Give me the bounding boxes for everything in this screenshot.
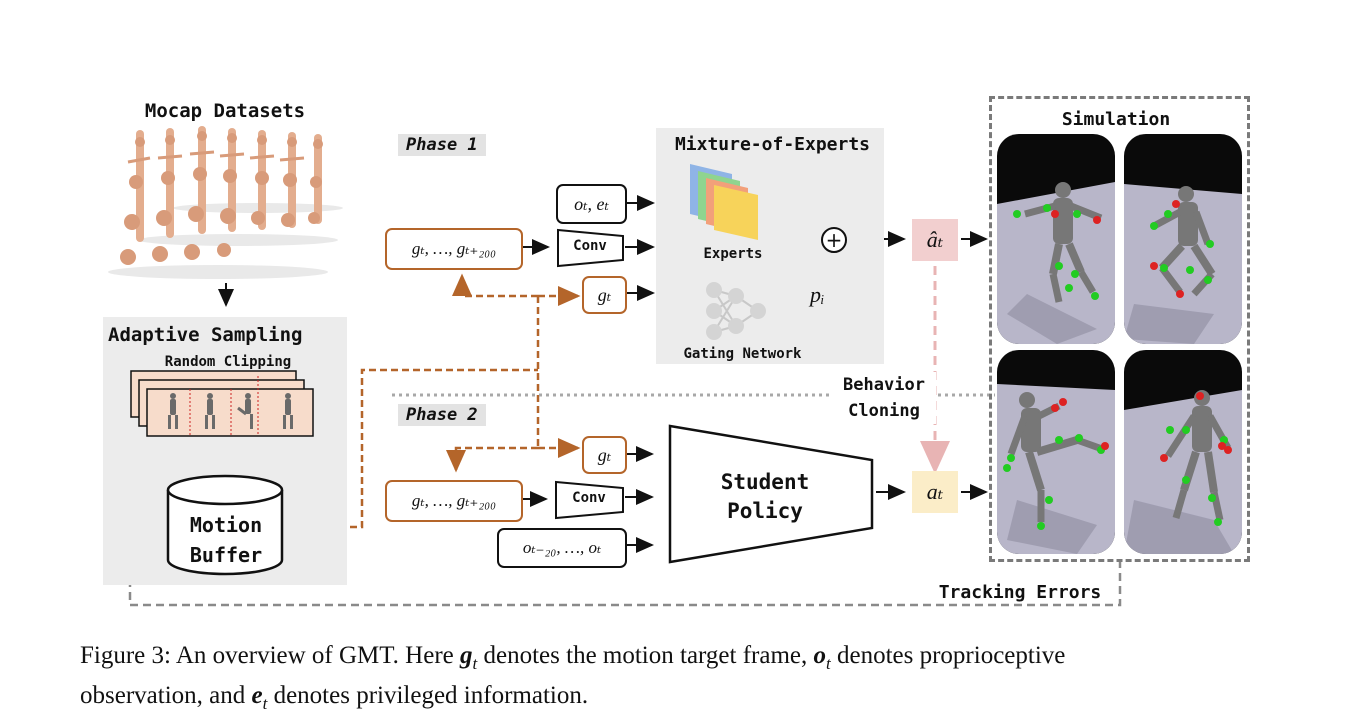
caption-part2: denotes proprioceptive — [830, 642, 1066, 669]
p2-conv-trapezoid — [555, 480, 624, 520]
p1-input-gt: gₜ — [582, 276, 627, 314]
caption-line2-a: observation, and — [80, 682, 252, 709]
gating-weight-label: pᵢ — [810, 282, 825, 307]
clip-stack-image — [130, 370, 314, 437]
phase2-tag: Phase 2 — [398, 404, 486, 426]
p1-conv-trapezoid — [557, 228, 624, 268]
caption-prefix: Figure 3: An overview of GMT. Here — [80, 642, 461, 669]
simulation-title: Simulation — [1061, 109, 1171, 130]
gating-network-icon — [706, 282, 766, 340]
arrow-to-p1-gseq — [452, 273, 538, 298]
sim-frame-1 — [997, 134, 1115, 344]
student-action-box: aₜ — [912, 471, 958, 513]
motion-buffer-line2: Buffer — [189, 543, 263, 567]
caption-o-sub: t — [826, 654, 831, 673]
teacher-action-box: âₜ — [912, 219, 958, 261]
motion-buffer-line1: Motion — [189, 513, 263, 537]
p1-conv-label: Conv — [573, 238, 607, 254]
student-policy-trapezoid — [668, 424, 874, 564]
p2-input-obs: oₜ₋₂₀, …, oₜ — [497, 528, 627, 568]
mocap-crowd-image — [108, 126, 343, 279]
student-policy-line1: Student — [720, 470, 810, 494]
sim-frame-2 — [1124, 134, 1242, 344]
caption-o: o — [813, 642, 827, 669]
moe-title: Mixture-of-Experts — [674, 134, 871, 155]
random-clipping-label: Random Clipping — [164, 354, 292, 370]
caption-e: e — [251, 682, 263, 709]
tracking-error-feedback-line — [128, 445, 1122, 607]
phase1-tag: Phase 1 — [398, 134, 486, 156]
simulation-frame — [989, 96, 1250, 562]
sum-node-icon: + — [821, 227, 847, 253]
sim-frame-3 — [997, 350, 1115, 554]
figure-caption: Figure 3: An overview of GMT. Here gt de… — [80, 640, 1280, 720]
p2-input-gseq: gₜ, …, gₜ₊₂₀₀ — [385, 480, 523, 522]
arrow-to-p2-gseq — [446, 446, 538, 473]
caption-g-sub: t — [472, 654, 478, 673]
p1-input-gseq: gₜ, …, gₜ₊₂₀₀ — [385, 228, 523, 270]
caption-line1: Figure 3: An overview of GMT. Here gt de… — [80, 640, 1280, 680]
adaptive-sampling-title: Adaptive Sampling — [108, 324, 303, 346]
student-policy-label: Student Policy — [690, 468, 840, 526]
behavior-cloning-line1: Behavior — [843, 375, 925, 395]
behavior-cloning-label: Behavior Cloning — [832, 372, 936, 424]
student-policy-line2: Policy — [727, 499, 803, 523]
motion-buffer-cylinder — [166, 474, 284, 576]
experts-label: Experts — [703, 246, 763, 262]
p1-input-oe: oₜ, eₜ — [556, 184, 627, 224]
tracking-errors-label: Tracking Errors — [926, 582, 1114, 603]
caption-part1: denotes the motion target frame, — [477, 642, 814, 669]
caption-line2: observation, and et denotes privileged i… — [80, 680, 1280, 720]
caption-g: g — [460, 642, 473, 669]
mocap-title: Mocap Datasets — [144, 100, 306, 122]
p2-conv-label: Conv — [572, 490, 606, 506]
behavior-cloning-line2: Cloning — [848, 401, 920, 421]
caption-line2-b: denotes privileged information. — [267, 682, 589, 709]
experts-stack-icon — [690, 164, 758, 240]
gating-network-label: Gating Network — [683, 346, 802, 362]
sim-frame-4 — [1124, 350, 1242, 554]
motion-buffer-label: Motion Buffer — [166, 510, 286, 570]
caption-e-sub: t — [262, 694, 268, 713]
p2-input-gt: gₜ — [582, 436, 627, 474]
